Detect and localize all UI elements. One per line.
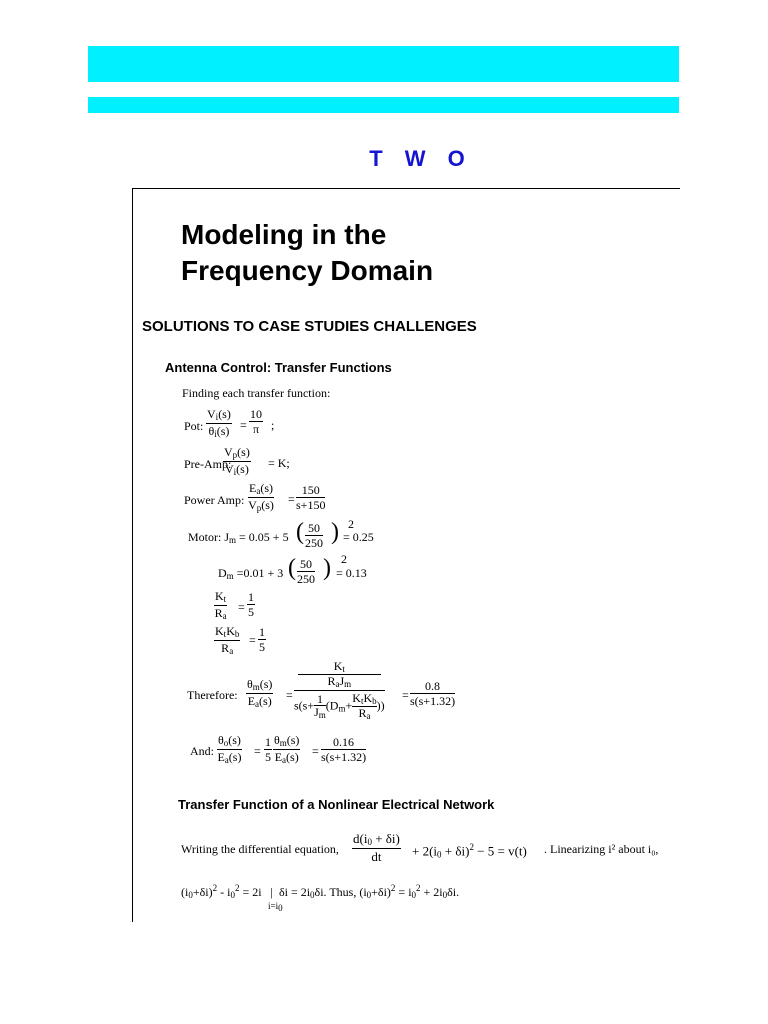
theta-o-fraction: θo(s)Ea(s)	[217, 733, 242, 765]
motor-label-text: Motor: J	[188, 530, 230, 544]
preamp-value: = K;	[268, 456, 290, 470]
theta-m-fraction: θm(s)Ea(s)	[273, 733, 301, 765]
writing-label: Writing the differential equation,	[181, 842, 339, 856]
chapter-number: T W O	[0, 146, 768, 172]
intro-text: Finding each transfer function:	[182, 386, 331, 400]
top-rule	[132, 188, 680, 189]
exponent: 2	[348, 517, 354, 531]
preamp-fraction: Vp(s)Vi(s)	[223, 445, 251, 477]
title-line-2: Frequency Domain	[181, 255, 434, 286]
nonlinear-heading: Transfer Function of a Nonlinear Electri…	[178, 797, 495, 812]
linearization-line: (i0+δi)2 - i02 = 2i | δi = 2i0δi. Thus, …	[181, 883, 460, 900]
paren-left: (	[288, 555, 296, 581]
header-band-bottom	[88, 97, 679, 113]
poweramp-fraction: Ea(s)Vp(s)	[248, 481, 275, 513]
pot-fraction: Vi(s)θi(s)	[206, 407, 232, 439]
chapter-letter: W	[404, 146, 426, 171]
equals: =	[312, 744, 319, 758]
paren-left: (	[296, 519, 304, 545]
exponent: 2	[341, 552, 347, 566]
equals: =	[402, 688, 409, 702]
poweramp-label: Power Amp:	[184, 493, 245, 507]
jm-result: = 0.25	[343, 530, 374, 544]
and-label: And:	[190, 744, 214, 758]
section-heading: SOLUTIONS TO CASE STUDIES CHALLENGES	[142, 318, 477, 335]
equals: =	[286, 688, 293, 702]
theta-ea-fraction: θm(s)Ea(s)	[246, 677, 274, 709]
chapter-title: Modeling in the Frequency Domain	[181, 217, 433, 289]
linearizing-text: . Linearizing i² about i₀,	[544, 842, 659, 856]
equals: =	[254, 744, 261, 758]
therefore-label: Therefore:	[187, 688, 238, 702]
title-line-1: Modeling in the	[181, 219, 387, 250]
pot-label: Pot:	[184, 419, 204, 433]
dm-result: = 0.13	[336, 566, 367, 580]
derivative-fraction: d(i0 + δi)dt	[352, 831, 401, 864]
antenna-heading: Antenna Control: Transfer Functions	[165, 360, 392, 375]
equals: =	[240, 418, 247, 432]
and-result: 0.16 s(s+1.32)	[321, 735, 367, 764]
preamp-label: Pre-Amp:	[184, 457, 232, 471]
motor-label: Motor: Jm = 0.05 + 5	[188, 530, 289, 545]
equals: =	[249, 633, 256, 647]
semicolon: ;	[271, 418, 275, 432]
paren-right: )	[331, 519, 339, 545]
therefore-result: 0.8 s(s+1.32)	[410, 679, 456, 708]
evaluation-point: i=i0	[268, 901, 283, 913]
chapter-letter: O	[447, 146, 465, 171]
left-rule	[132, 188, 133, 922]
equals: =	[238, 600, 245, 614]
paren-right: )	[323, 555, 331, 581]
header-band-top	[88, 46, 679, 82]
equation-rest: + 2(i0 + δi)2 − 5 = v(t)	[412, 842, 527, 860]
equals: =	[288, 492, 295, 506]
dm-label: Dm =0.01 + 3	[218, 566, 284, 581]
chapter-letter: T	[369, 146, 383, 171]
